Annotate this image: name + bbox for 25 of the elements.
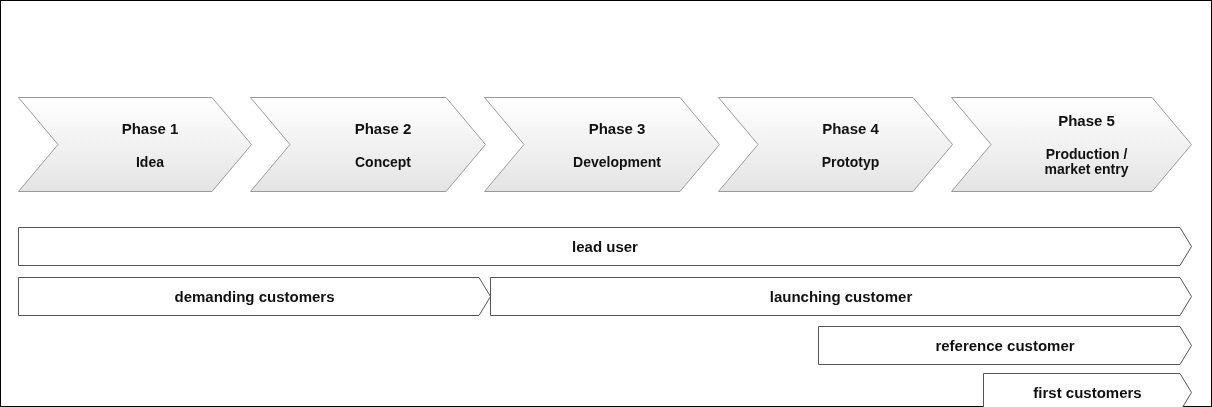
customer-role-bar (18, 227, 1192, 266)
phase-step (484, 97, 720, 192)
customer-role-bar (18, 277, 491, 316)
phase-step (18, 97, 252, 192)
phase-heading: Phase 2 (354, 119, 412, 137)
customer-role-bar (490, 277, 1192, 316)
phase-step (951, 97, 1192, 192)
phase-heading: Phase 4 (822, 119, 879, 137)
phase-name: Idea (136, 154, 164, 170)
bar-label: reference customer (935, 337, 1075, 354)
phase-step (250, 97, 486, 192)
bar-label: launching customer (769, 288, 913, 305)
phase-heading: Phase 1 (121, 119, 179, 137)
phase-heading: Phase 3 (588, 119, 646, 137)
phase-name: Production / market entry (1043, 147, 1130, 177)
bar-label: first customers (1033, 384, 1142, 401)
phase-heading: Phase 5 (1058, 112, 1115, 129)
bar-label: lead user (572, 238, 638, 255)
customer-role-bar (818, 326, 1192, 365)
bar-label: demanding customers (174, 288, 335, 305)
phase-name: Prototyp (821, 154, 880, 170)
phase-name: Concept (355, 154, 411, 170)
phase-name: Development (573, 154, 661, 170)
customer-role-bar (983, 373, 1192, 407)
phase-step (718, 97, 953, 192)
